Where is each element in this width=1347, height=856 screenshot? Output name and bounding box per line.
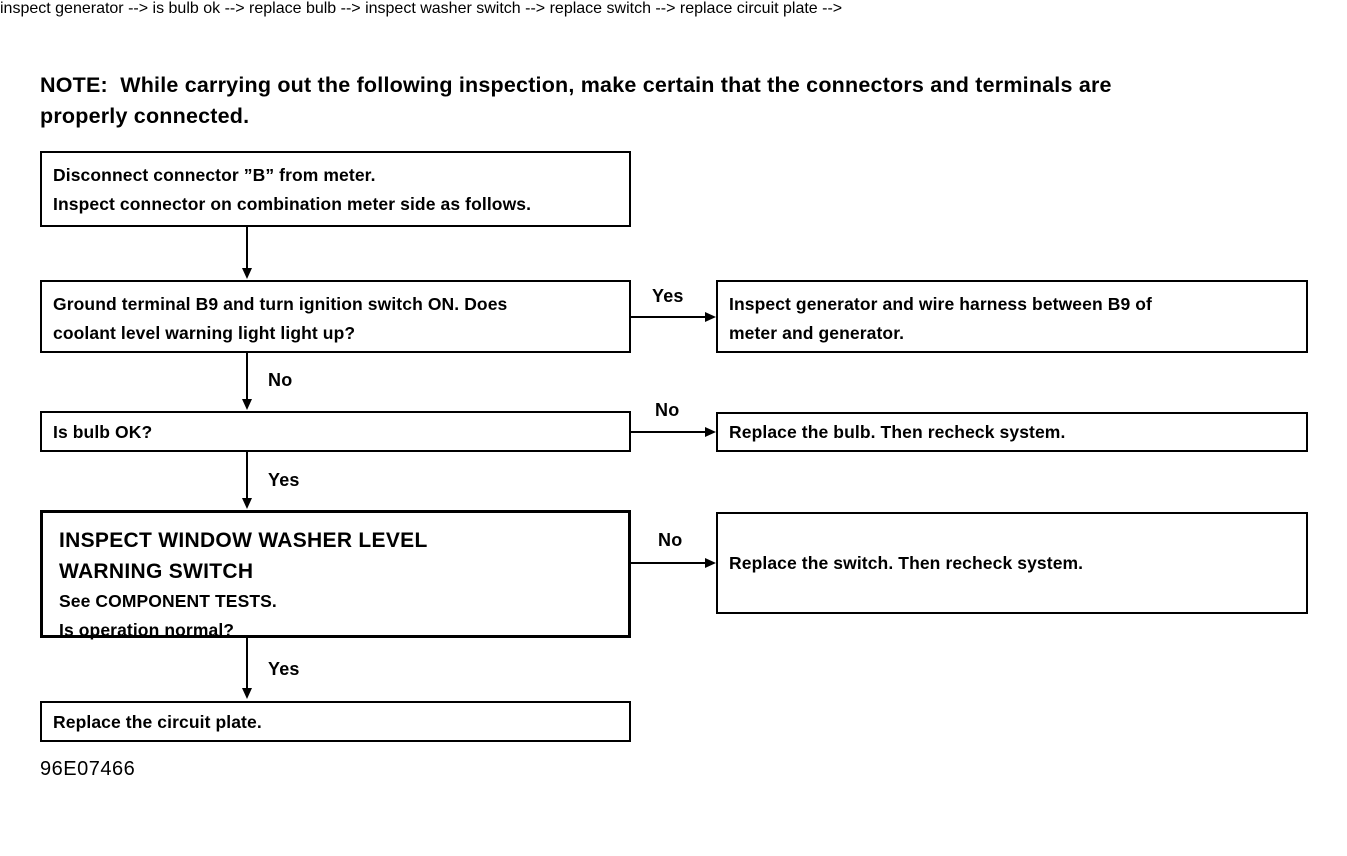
note-paragraph: NOTE: While carrying out the following i… — [40, 73, 1112, 128]
edge-yes-circuit-plate-line — [246, 638, 248, 688]
edge-label-yes-washer: Yes — [268, 470, 300, 490]
edge-yes-generator-arrow — [705, 312, 716, 322]
edge-yes-washer-line — [246, 452, 248, 499]
edge-yes-washer-arrow — [242, 498, 252, 509]
node-inspect-washer-switch-line-1: See COMPONENT TESTS. — [59, 591, 277, 611]
figure-code: 96E07466 — [40, 758, 136, 780]
node-replace-bulb: Replace the bulb. Then recheck system. — [716, 412, 1308, 452]
edge-label-yes-generator: Yes — [652, 286, 684, 306]
edge-start-to-ground-arrow — [242, 268, 252, 279]
node-bulb-ok: Is bulb OK? — [40, 411, 631, 452]
node-inspect-generator-line-1: Inspect generator and wire harness betwe… — [729, 294, 1152, 314]
node-ground-terminal: Ground terminal B9 and turn ignition swi… — [40, 280, 631, 353]
edge-yes-generator-line — [631, 316, 709, 318]
node-inspect-generator-line-2: meter and generator. — [729, 323, 905, 343]
edge-label-no-replace-bulb: No — [655, 400, 680, 420]
node-inspect-generator: Inspect generator and wire harness betwe… — [716, 280, 1308, 353]
node-inspect-washer-switch: INSPECT WINDOW WASHER LEVEL WARNING SWIT… — [40, 510, 631, 640]
node-inspect-washer-switch-heading-2: WARNING SWITCH — [59, 560, 254, 583]
edge-no-bulb-arrow — [242, 399, 252, 410]
node-replace-switch: Replace the switch. Then recheck system. — [716, 512, 1308, 614]
node-start-line-2: Inspect connector on combination meter s… — [53, 194, 532, 214]
node-start: Disconnect connector ”B” from meter. Ins… — [40, 151, 631, 227]
node-replace-switch-line-1: Replace the switch. Then recheck system. — [729, 552, 1084, 573]
edge-label-no-bulb: No — [268, 370, 293, 390]
edge-start-to-ground-line — [246, 227, 248, 269]
edge-label-no-replace-switch: No — [658, 530, 683, 550]
node-start-line-1: Disconnect connector ”B” from meter. — [53, 165, 376, 185]
node-ground-terminal-line-2: coolant level warning light light up? — [53, 323, 356, 343]
node-replace-circuit-plate: Replace the circuit plate. — [40, 701, 631, 742]
edge-no-replace-switch-arrow — [705, 558, 716, 568]
edge-no-replace-bulb-arrow — [705, 427, 716, 437]
node-replace-circuit-plate-line-1: Replace the circuit plate. — [53, 712, 262, 732]
node-replace-bulb-line-1: Replace the bulb. Then recheck system. — [729, 422, 1066, 442]
node-inspect-washer-switch-line-2: Is operation normal? — [59, 620, 235, 640]
node-inspect-washer-switch-heading-1: INSPECT WINDOW WASHER LEVEL — [59, 529, 428, 552]
node-bulb-ok-line-1: Is bulb OK? — [53, 422, 153, 442]
node-ground-terminal-line-1: Ground terminal B9 and turn ignition swi… — [53, 294, 508, 314]
edge-label-yes-circuit-plate: Yes — [268, 659, 300, 679]
edge-no-replace-bulb-line — [631, 431, 709, 433]
edge-yes-circuit-plate-arrow — [242, 688, 252, 699]
edge-no-bulb-line — [246, 353, 248, 400]
edge-no-replace-switch-line — [631, 562, 709, 564]
